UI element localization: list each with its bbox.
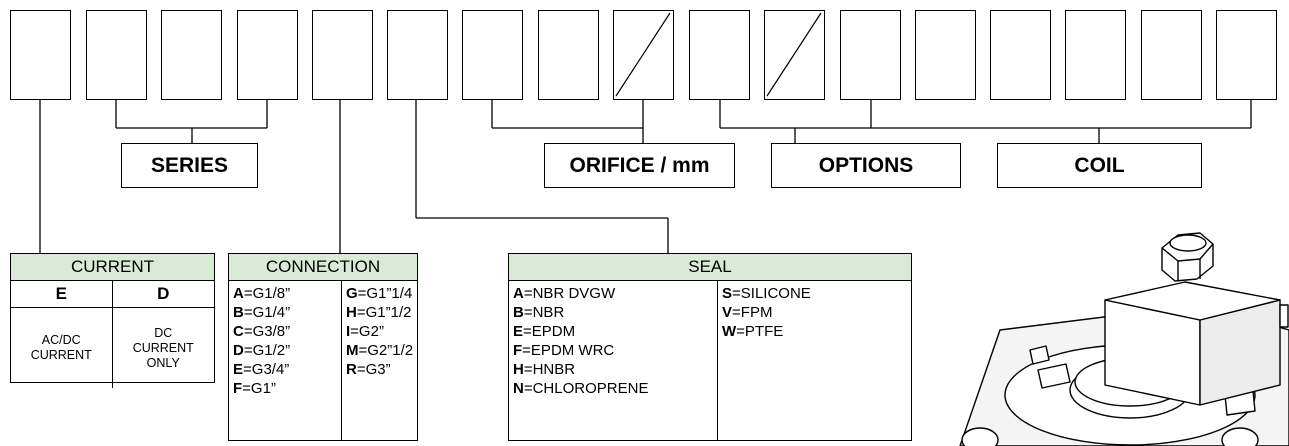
seal-item: H=HNBR — [513, 361, 576, 378]
seal-item: W=PTFE — [722, 323, 784, 340]
series-label: SERIES — [121, 143, 258, 188]
connection-item: I=G2” — [346, 323, 384, 340]
connection-item: A=G1/8” — [233, 285, 291, 302]
connection-item: B=G1/4” — [233, 304, 291, 321]
code-box-series-3 — [237, 10, 298, 100]
code-box-coil-3 — [1065, 10, 1126, 100]
orifice-label: ORIFICE / mm — [544, 143, 735, 188]
connection-col-2: G=G1”1/4 H=G1”1/2 I=G2” M=G2”1/2 R=G3” — [341, 281, 417, 440]
seal-item: A=NBR DVGW — [513, 285, 616, 302]
code-box-orifice-2 — [538, 10, 599, 100]
seal-col-1: A=NBR DVGW B=NBR E=EPDM F=EPDM WRC H=HNB… — [509, 281, 717, 440]
current-desc-line: DC — [154, 325, 173, 340]
seal-title: SEAL — [509, 254, 911, 281]
current-table: CURRENT E D AC/DC CURRENT DC CURRENT ONL… — [10, 253, 215, 388]
code-box-coil-1 — [915, 10, 976, 100]
current-title: CURRENT — [11, 254, 214, 281]
code-box-series-2 — [161, 10, 222, 100]
code-box-options-1 — [689, 10, 750, 100]
coil-label: COIL — [997, 143, 1202, 188]
connection-item: C=G3/8” — [233, 323, 291, 340]
current-desc-line: AC/DC — [41, 333, 81, 347]
connection-item: R=G3” — [346, 361, 391, 378]
current-code-e: E — [11, 281, 113, 308]
current-desc-line: CURRENT — [132, 340, 194, 355]
slash-icon — [766, 12, 822, 97]
seal-table: SEAL A=NBR DVGW B=NBR E=EPDM F=EPDM WRC … — [508, 253, 912, 441]
options-label: OPTIONS — [771, 143, 961, 188]
code-box-options-2 — [840, 10, 901, 100]
current-desc-e: AC/DC CURRENT — [11, 308, 113, 388]
code-box-seal — [387, 10, 448, 100]
connection-item: E=G3/4” — [233, 361, 290, 378]
code-box-coil-5 — [1216, 10, 1277, 100]
connection-item: F=G1” — [233, 380, 276, 397]
seal-item: N=CHLOROPRENE — [513, 380, 649, 397]
code-box-options-slash — [764, 10, 825, 100]
seal-item: F=EPDM WRC — [513, 342, 615, 359]
connection-item: G=G1”1/4 — [346, 285, 413, 302]
current-code-d: D — [112, 281, 214, 308]
current-desc-line: ONLY — [146, 355, 180, 370]
code-box-coil-2 — [990, 10, 1051, 100]
current-desc-line: CURRENT — [30, 348, 92, 362]
current-desc-d: DC CURRENT ONLY — [113, 308, 215, 388]
code-box-orifice-slash — [613, 10, 674, 100]
code-box-current — [10, 10, 71, 100]
connection-item: M=G2”1/2 — [346, 342, 414, 359]
connection-col-1: A=G1/8” B=G1/4” C=G3/8” D=G1/2” E=G3/4” … — [229, 281, 341, 440]
connection-table: CONNECTION A=G1/8” B=G1/4” C=G3/8” D=G1/… — [228, 253, 418, 441]
code-box-series-1 — [86, 10, 147, 100]
seal-item: S=SILICONE — [722, 285, 811, 302]
connection-item: D=G1/2” — [233, 342, 291, 359]
code-box-connection — [312, 10, 373, 100]
code-box-coil-4 — [1141, 10, 1202, 100]
seal-item: V=FPM — [722, 304, 773, 321]
code-box-orifice-1 — [462, 10, 523, 100]
seal-item: B=NBR — [513, 304, 565, 321]
connection-item: H=G1”1/2 — [346, 304, 412, 321]
seal-col-2: S=SILICONE V=FPM W=PTFE — [717, 281, 911, 440]
slash-icon — [615, 12, 671, 97]
connection-title: CONNECTION — [229, 254, 417, 281]
seal-item: E=EPDM — [513, 323, 576, 340]
solenoid-valve-illustration — [959, 232, 1289, 446]
